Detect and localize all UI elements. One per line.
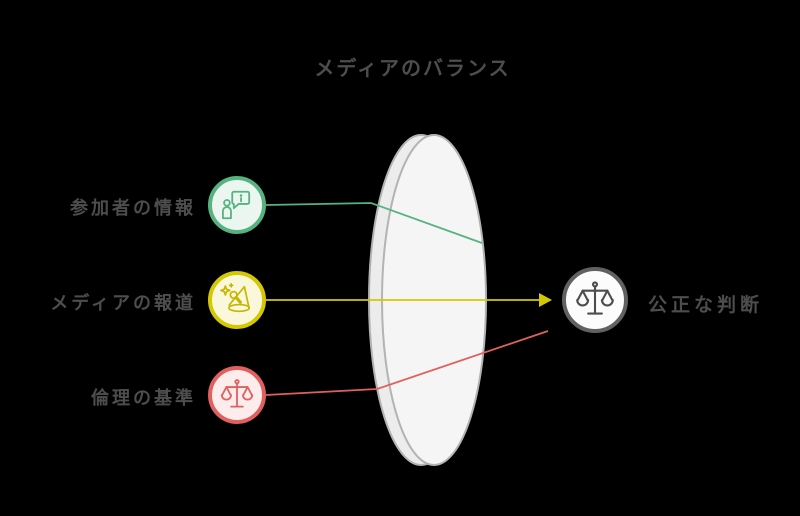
output-node-fair-judgment (562, 267, 628, 333)
input-node-ethical-standards (208, 366, 266, 424)
yellow-arrowhead-icon (539, 293, 552, 307)
spotlight-sparkles-icon (220, 283, 251, 313)
input-label-ethical-standards: 倫理の基準 (91, 388, 196, 409)
input-label-participant-info: 参加者の情報 (70, 198, 196, 219)
green-ray-line (265, 202, 483, 244)
person-info-bubble-icon (222, 190, 251, 220)
input-label-media-coverage: メディアの報道 (50, 293, 196, 314)
output-label-fair-judgment: 公正な判断 (648, 294, 764, 316)
balance-scale-icon (576, 281, 614, 315)
input-node-participant-info (208, 176, 266, 234)
balance-scale-icon (220, 379, 254, 408)
input-node-media-coverage (208, 271, 266, 329)
red-ray-line (265, 330, 549, 396)
diagram-title: メディアのバランス (314, 56, 511, 80)
